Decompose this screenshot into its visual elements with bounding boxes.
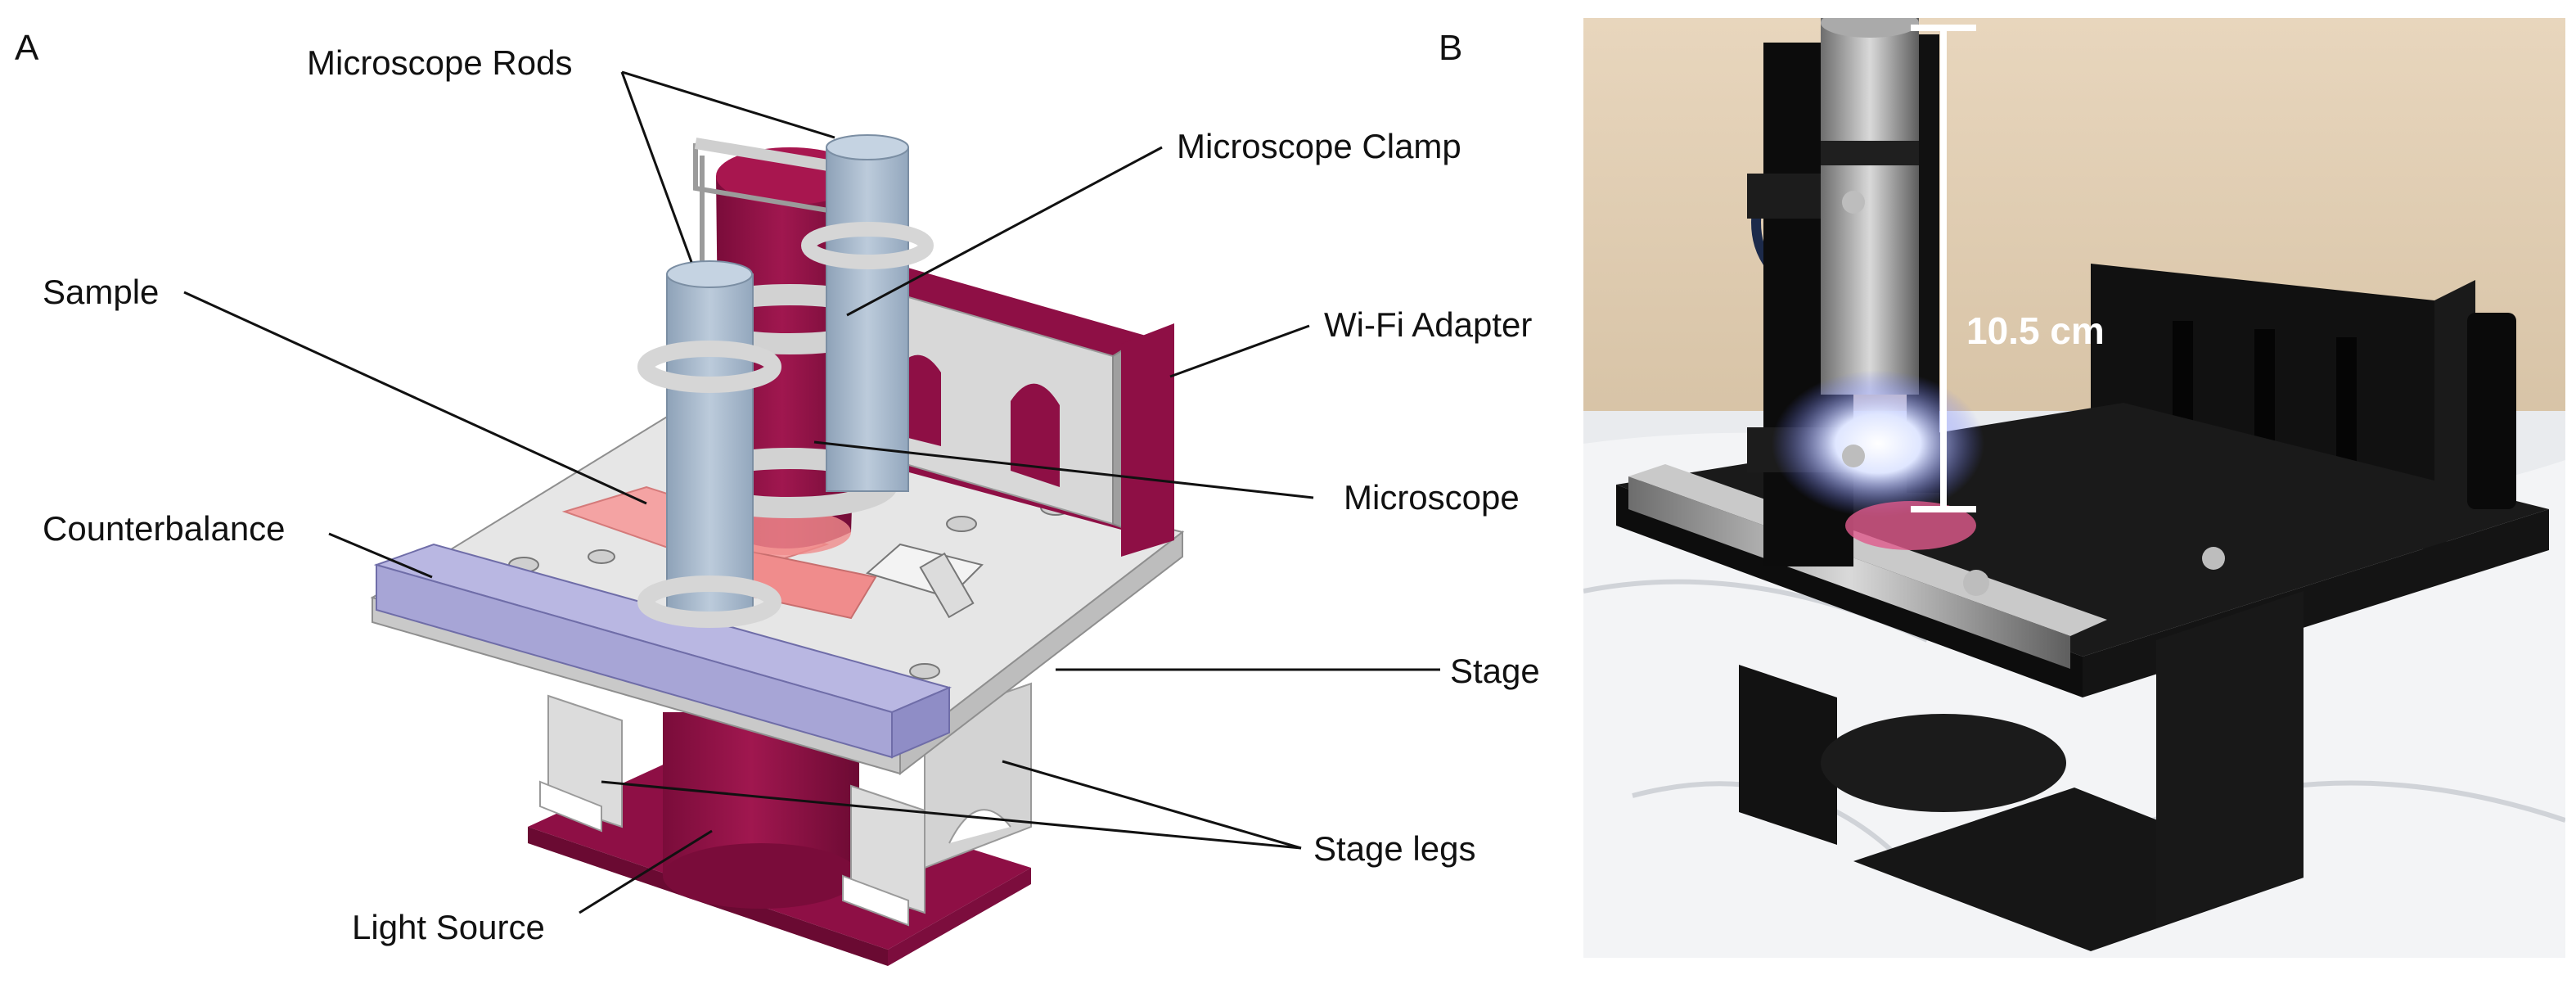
label-stage: Stage bbox=[1450, 652, 1540, 690]
label-microscope-rods: Microscope Rods bbox=[307, 43, 573, 82]
label-microscope-clamp: Microscope Clamp bbox=[1177, 127, 1461, 165]
label-light-source: Light Source bbox=[352, 908, 545, 946]
panel-letter-b: B bbox=[1439, 28, 1463, 68]
label-stage-legs: Stage legs bbox=[1313, 829, 1476, 868]
microscope-rod-right bbox=[801, 134, 934, 492]
label-wifi-adapter: Wi-Fi Adapter bbox=[1324, 305, 1533, 344]
wifi-adapter-wall bbox=[888, 262, 1174, 557]
panel-letter-a: A bbox=[15, 28, 39, 68]
device-photo: 10.5 cm bbox=[1583, 18, 2565, 958]
scale-bar bbox=[1911, 25, 1976, 512]
label-counterbalance: Counterbalance bbox=[43, 509, 286, 548]
leader-lines bbox=[183, 70, 1440, 914]
microscope-rod-left bbox=[637, 260, 781, 628]
cad-diagram bbox=[183, 70, 1440, 966]
counterbalance-bar bbox=[373, 543, 952, 759]
label-microscope: Microscope bbox=[1344, 478, 1520, 517]
scale-bar-label: 10.5 cm bbox=[1966, 309, 2105, 352]
label-sample: Sample bbox=[43, 273, 160, 311]
